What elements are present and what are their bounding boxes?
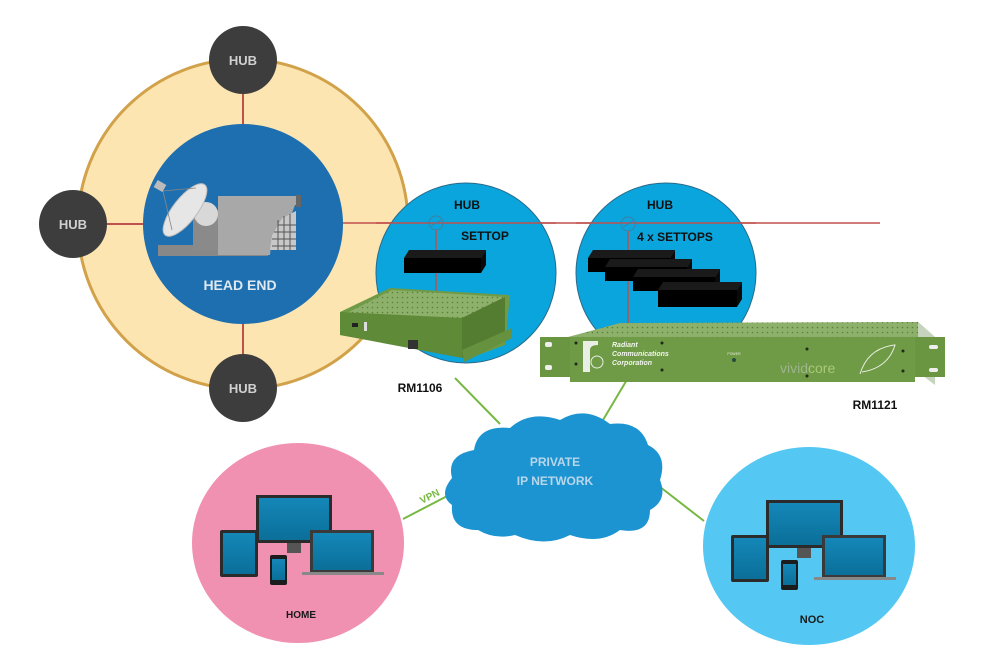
noc-site[interactable]: NOC [703, 447, 915, 645]
rm1121-label: RM1121 [853, 398, 898, 412]
remote-hub-2-subtitle: 4 x SETTOPS [637, 230, 713, 244]
brand-line-2: Communications [612, 351, 669, 358]
link-noc-cloud [654, 482, 705, 522]
settop-stack-icon [588, 250, 742, 307]
remote-hub-4-settops[interactable]: HUB 4 x SETTOPS [575, 182, 757, 364]
rm1121-device[interactable]: Radiant Communications Corporation POWER… [540, 322, 945, 385]
settop-box-icon [404, 250, 486, 273]
remote-hub-2-title: HUB [647, 198, 673, 212]
ethernet-port-icon [408, 340, 418, 349]
power-label: POWER [727, 352, 741, 356]
hub-left-label: HUB [59, 217, 87, 232]
hub-bottom-label: HUB [229, 381, 257, 396]
power-led-icon [732, 358, 736, 362]
link-rm1121-cloud [602, 377, 629, 421]
noc-label: NOC [800, 614, 825, 626]
private-ip-network-cloud[interactable]: PRIVATE IP NETWORK [445, 413, 663, 542]
hub-bottom[interactable]: HUB [209, 354, 277, 422]
brand-line-1: Radiant [612, 342, 638, 349]
head-end-label: HEAD END [203, 277, 276, 293]
cloud-line-2: IP NETWORK [517, 474, 594, 488]
devices-icon [220, 495, 384, 585]
vivid-logo: vividcore [780, 360, 835, 376]
link-rm1106-cloud [454, 377, 501, 425]
hub-top-label: HUB [229, 53, 257, 68]
vpn-label: VPN [418, 488, 441, 507]
satellite-dish-building-icon [153, 180, 301, 256]
head-end[interactable]: HEAD END [143, 124, 343, 324]
vivid-text: vivid [780, 360, 808, 376]
radiant-logo-icon [583, 341, 604, 372]
leaf-icon [859, 344, 896, 375]
brand-line-3: Corporation [612, 360, 652, 367]
rm1106-label: RM1106 [398, 381, 443, 395]
home-site[interactable]: HOME [192, 443, 404, 643]
hub-top[interactable]: HUB [209, 26, 277, 94]
remote-hub-1-title: HUB [454, 198, 480, 212]
rm1106-device[interactable] [340, 288, 512, 362]
remote-hub-1-subtitle: SETTOP [461, 229, 509, 243]
cloud-line-1: PRIVATE [530, 455, 580, 469]
hub-left[interactable]: HUB [39, 190, 107, 258]
devices-icon [731, 500, 896, 590]
core-text: core [808, 360, 835, 376]
home-label: HOME [286, 610, 316, 621]
